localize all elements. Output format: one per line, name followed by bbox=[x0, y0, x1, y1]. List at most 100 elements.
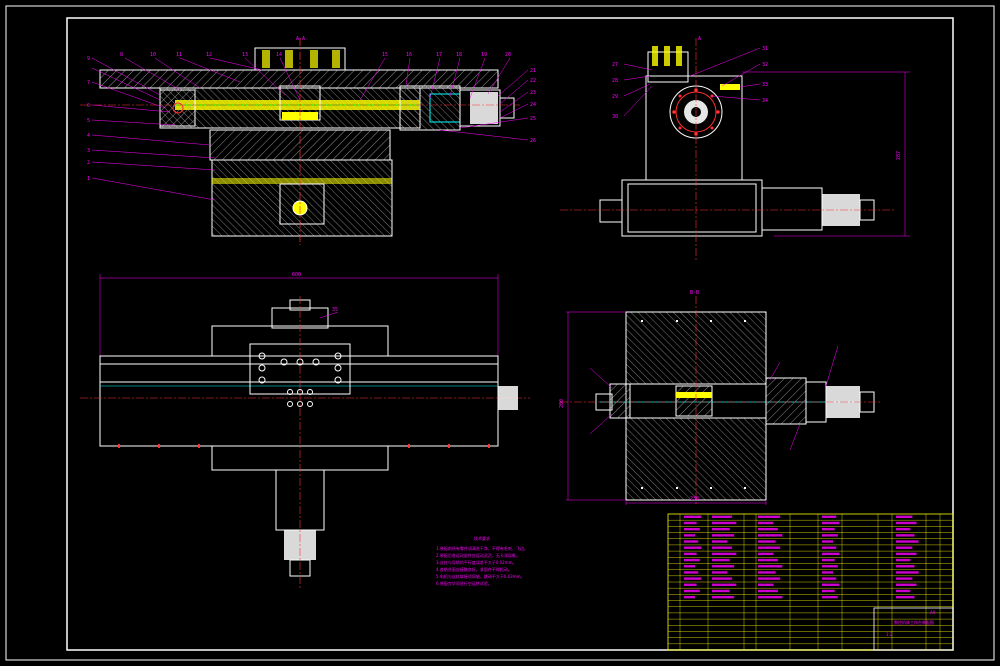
table-cell-text bbox=[684, 515, 702, 518]
drawing-sheet-size: A0 bbox=[930, 610, 936, 615]
table-cell-text bbox=[758, 558, 778, 562]
drawing-scale: 1:2 bbox=[886, 632, 893, 637]
front-section-view: A-A bbox=[80, 36, 536, 245]
side-height-dimension: 287 bbox=[896, 151, 902, 160]
balloon: 19 bbox=[481, 52, 487, 58]
table-cell-text bbox=[712, 515, 732, 518]
table-cell-text bbox=[712, 552, 737, 556]
balloon: 28 bbox=[612, 78, 618, 84]
table-cell-text bbox=[822, 589, 835, 593]
front-section-label: A-A bbox=[296, 36, 305, 42]
table-cell-text bbox=[684, 565, 695, 568]
table-cell-text bbox=[822, 577, 837, 580]
table-cell-text bbox=[712, 595, 735, 599]
table-cell-text bbox=[896, 589, 911, 593]
table-cell-text bbox=[822, 558, 835, 562]
balloon: 11 bbox=[176, 52, 182, 58]
balloon: 32 bbox=[762, 62, 768, 68]
table-cell-text bbox=[684, 540, 699, 543]
bb-height-dimension: 200 bbox=[559, 399, 565, 408]
inner-frame bbox=[66, 17, 954, 651]
table-cell-text bbox=[758, 595, 783, 599]
table-cell-text bbox=[712, 527, 730, 531]
table-cell-text bbox=[758, 515, 781, 518]
table-cell-text bbox=[684, 527, 700, 531]
table-cell-text bbox=[896, 546, 913, 549]
side-balloons: 27 28 29 30 31 32 33 34 bbox=[612, 46, 768, 120]
side-section-label: A bbox=[698, 36, 701, 42]
balloon: 26 bbox=[530, 138, 536, 144]
front-balloons-left: 9 7 6 5 4 3 2 1 bbox=[87, 56, 90, 182]
front-balloons-right: 21 22 23 24 25 26 bbox=[530, 68, 536, 144]
table-cell-text bbox=[822, 515, 837, 518]
balloon: 18 bbox=[456, 52, 462, 58]
table-cell-text bbox=[758, 571, 776, 574]
table-cell-text bbox=[712, 558, 730, 562]
table-cell-text bbox=[822, 565, 838, 568]
table-cell-text bbox=[684, 521, 697, 525]
table-cell-text bbox=[758, 521, 774, 525]
table-cell-text bbox=[896, 534, 915, 537]
table-cell-text bbox=[684, 595, 695, 599]
table-cell-text bbox=[712, 540, 728, 543]
table-cell-text bbox=[896, 558, 911, 562]
table-cell-text bbox=[712, 577, 732, 580]
table-cell-text bbox=[822, 595, 838, 599]
table-cell-text bbox=[896, 571, 919, 574]
balloon: 30 bbox=[612, 114, 618, 120]
table-cell-text bbox=[684, 546, 702, 549]
balloon: 1 bbox=[87, 176, 90, 182]
table-cell-text bbox=[758, 546, 781, 549]
table-cell-text bbox=[758, 534, 783, 537]
table-cell-text bbox=[896, 577, 913, 580]
table-cell-text bbox=[758, 577, 781, 580]
balloon: 17 bbox=[436, 52, 442, 58]
outer-frame bbox=[5, 5, 995, 661]
tech-requirements-title: 技术要求 bbox=[474, 535, 490, 541]
balloon: 35 bbox=[332, 307, 338, 313]
balloon: 3 bbox=[87, 148, 90, 154]
plan-width-dimension: 600 bbox=[292, 272, 301, 278]
table-cell-text bbox=[684, 552, 697, 556]
tech-requirements: 技术要求 1.装配前所有零件须清洗干净，不得有毛刺、飞边。 2.装配后各运动部件… bbox=[436, 535, 528, 586]
balloon: 21 bbox=[530, 68, 536, 74]
balloon: 27 bbox=[612, 62, 618, 68]
table-cell-text bbox=[822, 571, 833, 574]
tech-requirement-line: 2.装配后各运动部件应运动灵活，无卡滞现象。 bbox=[436, 552, 520, 558]
balloon: 29 bbox=[612, 94, 618, 100]
table-cell-text bbox=[896, 527, 911, 531]
balloon: 16 bbox=[406, 52, 412, 58]
table-cell-text bbox=[712, 534, 735, 537]
balloon: 14 bbox=[276, 52, 282, 58]
table-cell-text bbox=[712, 589, 730, 593]
table-cell-text bbox=[758, 552, 774, 556]
table-cell-text bbox=[822, 527, 835, 531]
table-cell-text bbox=[684, 534, 695, 537]
balloon: 24 bbox=[530, 102, 536, 108]
balloon: 33 bbox=[762, 82, 768, 88]
balloon: 4 bbox=[87, 133, 90, 139]
table-cell-text bbox=[896, 583, 917, 586]
balloon: 15 bbox=[382, 52, 388, 58]
table-cell-text bbox=[684, 558, 700, 562]
balloon: 22 bbox=[530, 78, 536, 84]
parts-list-table: 数控机床工作台装配图 1:2 A0 bbox=[667, 513, 954, 651]
bb-width-dimension: 238 bbox=[690, 496, 699, 502]
table-cell-text bbox=[822, 546, 837, 549]
tech-requirement-line: 3.丝杠与导轨的平行度误差不大于0.02mm。 bbox=[436, 559, 517, 565]
table-cell-text bbox=[822, 521, 840, 525]
table-cell-text bbox=[684, 589, 700, 593]
balloon: 2 bbox=[87, 160, 90, 166]
bb-section-view: B-B 200 238 bbox=[559, 290, 880, 506]
table-cell-text bbox=[758, 540, 776, 543]
table-cell-text bbox=[712, 565, 735, 568]
balloon: 13 bbox=[242, 52, 248, 58]
table-cell-text bbox=[684, 577, 702, 580]
table-cell-text bbox=[822, 552, 840, 556]
table-cell-text bbox=[896, 515, 913, 518]
tech-requirement-line: 1.装配前所有零件须清洗干净，不得有毛刺、飞边。 bbox=[436, 545, 528, 551]
front-balloons-top: 8 10 11 12 13 14 15 16 17 18 19 20 bbox=[120, 52, 511, 58]
table-cell-text bbox=[822, 583, 840, 586]
balloon: 25 bbox=[530, 116, 536, 122]
